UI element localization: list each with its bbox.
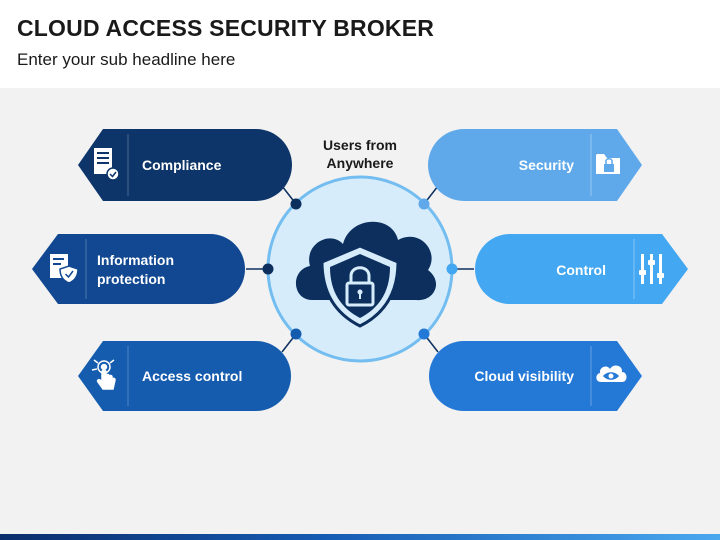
information-protection-label-line2: protection	[97, 271, 165, 287]
item-cloud-visibility[interactable]: Cloud visibility	[429, 341, 642, 411]
sliders-icon	[639, 254, 664, 284]
dot-cloud-visibility	[418, 328, 430, 340]
touch-access-icon	[91, 359, 116, 390]
page-subtitle: Enter your sub headline here	[17, 50, 236, 69]
cloud-visibility-label: Cloud visibility	[474, 368, 574, 384]
center-label-line2: Anywhere	[327, 155, 394, 171]
access-control-pill	[78, 341, 291, 411]
dot-access-control	[290, 328, 302, 340]
information-protection-label-line1: Information	[97, 252, 174, 268]
dot-compliance	[290, 198, 302, 210]
dot-control	[446, 263, 458, 275]
bottom-accent-bar	[0, 534, 720, 540]
connector-dots	[262, 198, 458, 340]
control-pill	[475, 234, 688, 304]
item-information-protection[interactable]: Information protection	[32, 234, 245, 304]
control-label: Control	[556, 262, 606, 278]
cloud-visibility-pill	[429, 341, 642, 411]
cloud-eye-icon	[596, 365, 627, 382]
compliance-label: Compliance	[142, 157, 222, 173]
page-title: CLOUD ACCESS SECURITY BROKER	[17, 15, 435, 41]
access-control-label: Access control	[142, 368, 242, 384]
document-shield-icon	[50, 254, 79, 284]
document-check-icon	[94, 148, 120, 181]
dot-security	[418, 198, 430, 210]
compliance-pill	[78, 129, 292, 201]
item-compliance[interactable]: Compliance	[78, 129, 292, 201]
center-label-line1: Users from	[323, 137, 397, 153]
center-hub	[266, 175, 454, 363]
security-label: Security	[519, 157, 574, 173]
folder-lock-icon	[596, 154, 620, 174]
item-control[interactable]: Control	[475, 234, 688, 304]
security-pill	[428, 129, 642, 201]
item-security[interactable]: Security	[428, 129, 642, 201]
dot-information-protection	[262, 263, 274, 275]
item-access-control[interactable]: Access control	[78, 341, 291, 411]
information-protection-pill	[32, 234, 245, 304]
cloud-lock-shield-icon	[295, 221, 437, 328]
